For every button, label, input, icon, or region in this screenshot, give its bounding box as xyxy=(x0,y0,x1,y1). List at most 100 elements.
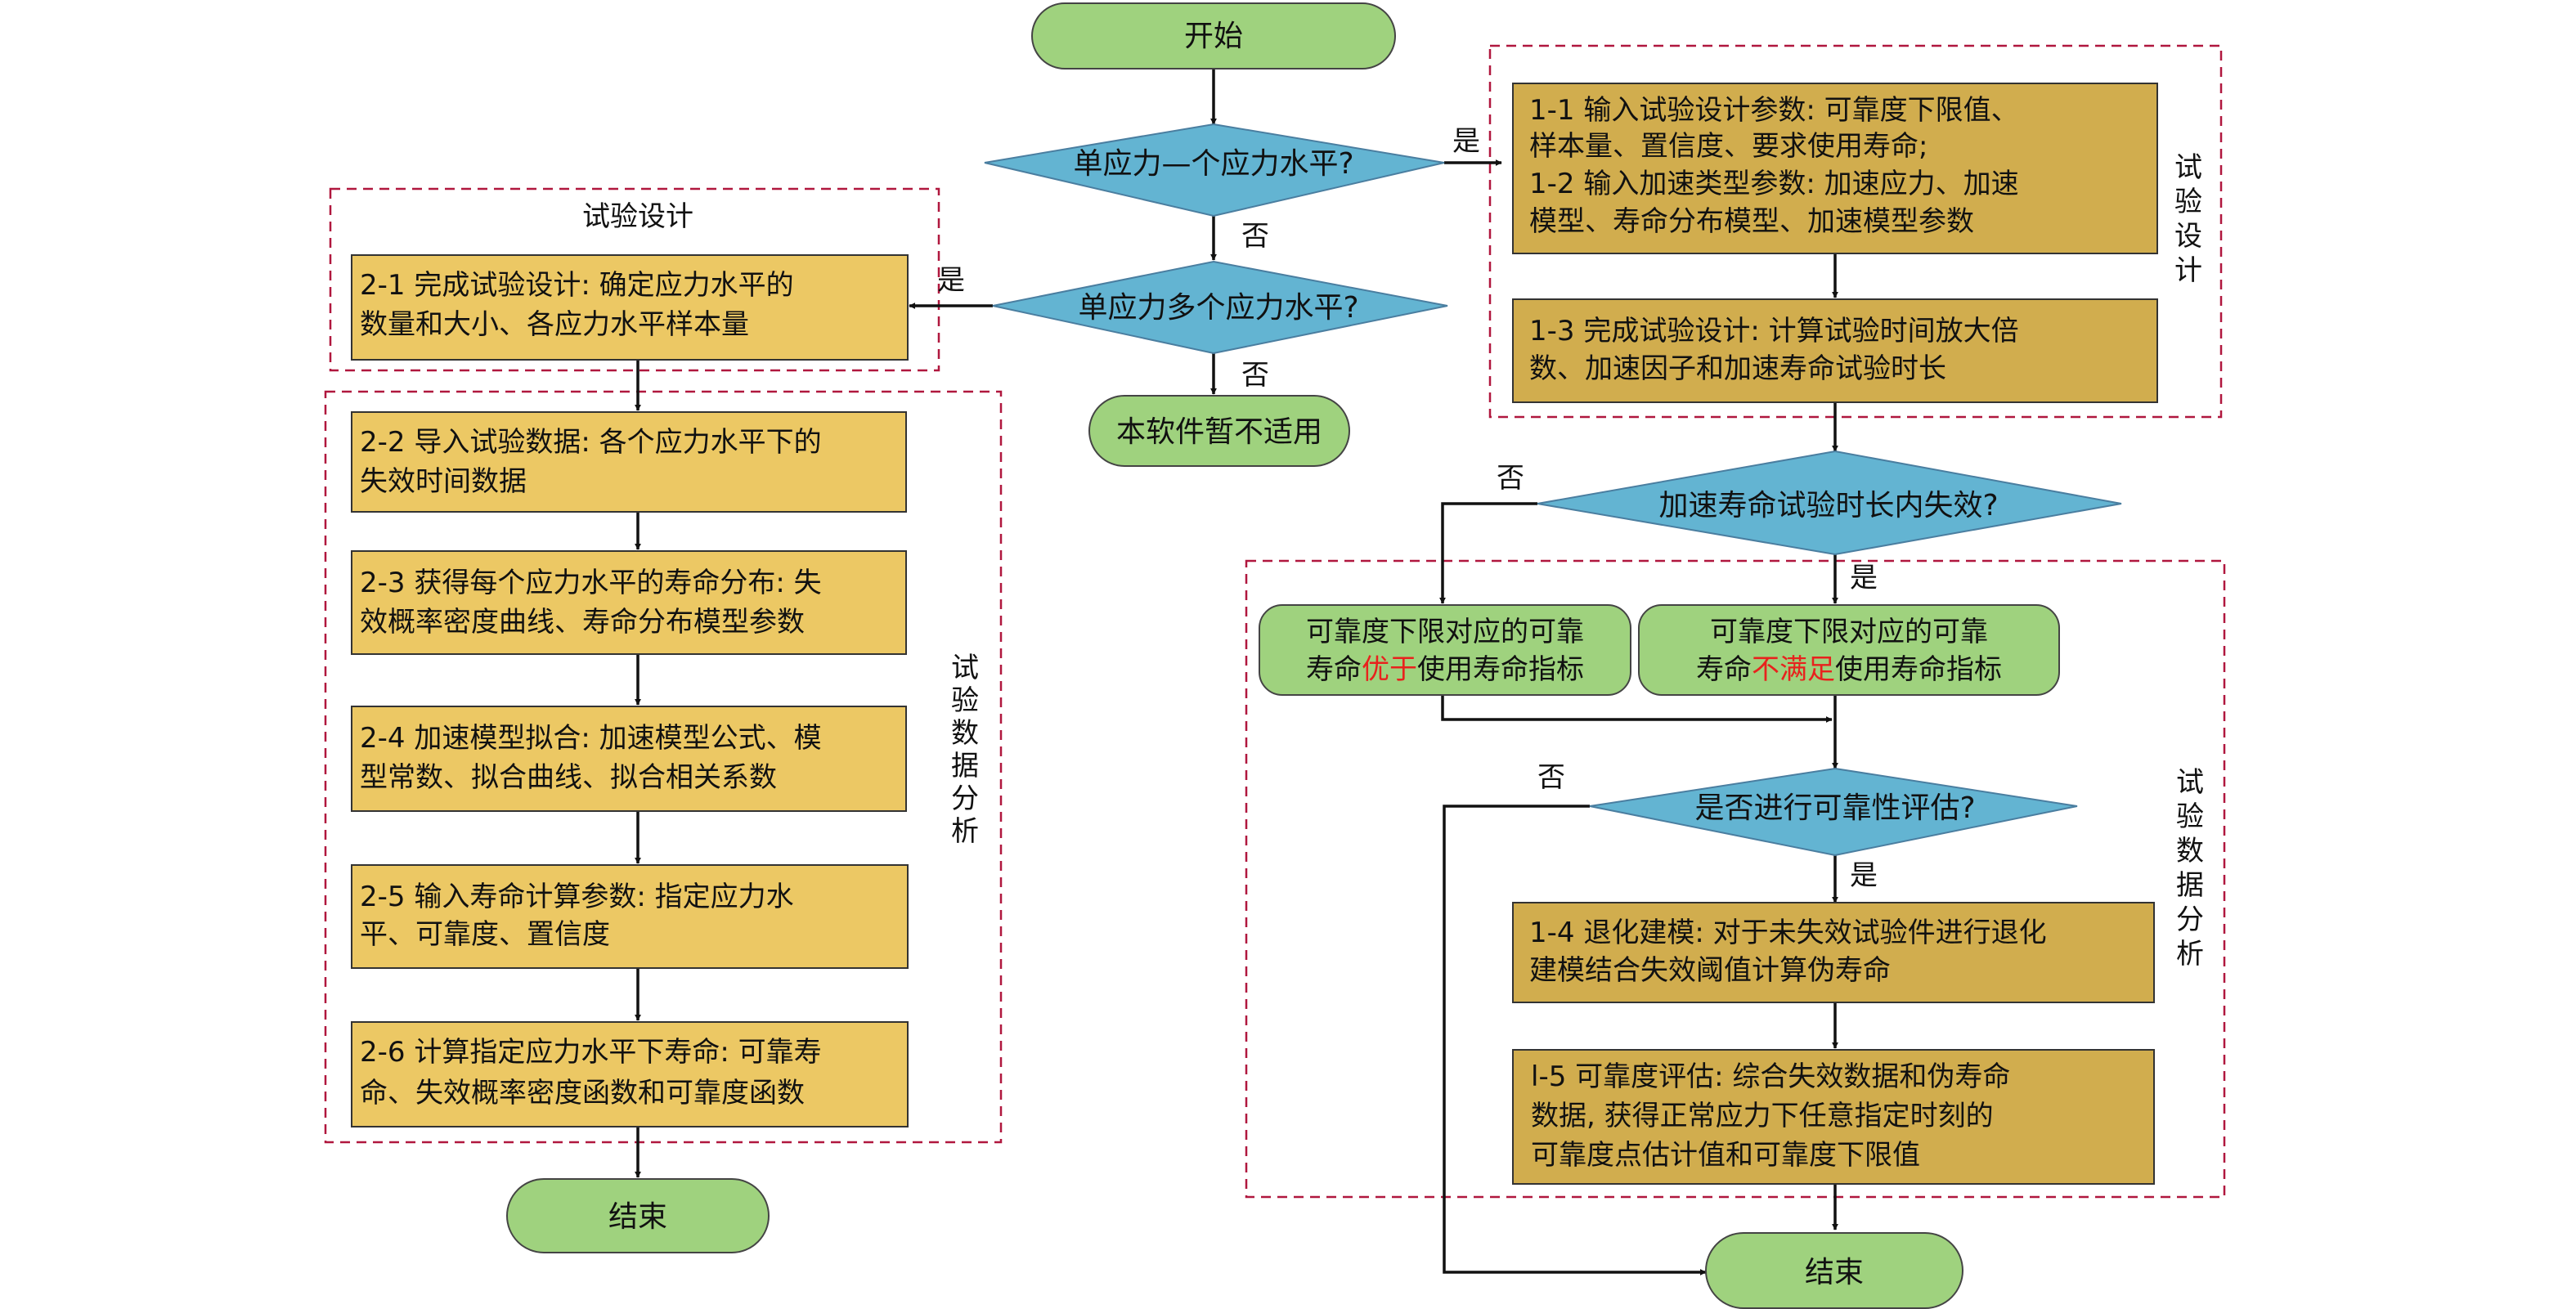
region-right-analysis-char-6: 析 xyxy=(2176,938,2204,971)
process-2-4-line2: 型常数、拟合曲线、拟合相关系数 xyxy=(360,761,777,794)
region-right-analysis-char-4: 据 xyxy=(2176,869,2204,902)
result-not-met-line2: 寿命不满足使用寿命指标 xyxy=(1696,653,2002,686)
region-right-analysis-char-1: 试 xyxy=(2176,766,2204,799)
region-left-design xyxy=(329,187,940,372)
region-right-design-char-1: 试 xyxy=(2174,151,2202,184)
process-1-1-line1: 1-1 输入试验设计参数: 可靠度下限值、 xyxy=(1529,94,2019,127)
start-label: 开始 xyxy=(1184,20,1243,53)
result-better-shape xyxy=(1259,604,1631,696)
edge-d4-no xyxy=(1443,805,1707,1275)
region-right-design-char-3: 设 xyxy=(2174,220,2202,253)
process-2-5-line2: 平、可靠度、置信度 xyxy=(360,918,610,951)
process-2-6-line1: 2-6 计算指定应力水平下寿命: 可靠寿 xyxy=(360,1036,822,1069)
process-2-2-line2: 失效时间数据 xyxy=(360,465,527,498)
not-applicable-label: 本软件暂不适用 xyxy=(1116,415,1322,449)
region-right-analysis-char-5: 分 xyxy=(2176,903,2204,936)
result-not-met-text-a: 寿命 xyxy=(1696,653,1752,686)
node-end-right: 结束 xyxy=(1705,1232,1963,1309)
region-right-analysis-label: 试 验 数 据 分 析 xyxy=(2176,766,2204,971)
regions xyxy=(324,44,2226,1199)
region-right-design-label: 试 验 设 计 xyxy=(2174,151,2202,287)
region-left-analysis-char-6: 析 xyxy=(951,815,979,848)
process-2-1-line2: 数量和大小、各应力水平样本量 xyxy=(360,308,749,341)
label-d3-no: 否 xyxy=(1497,462,1524,495)
decision-4-shape xyxy=(1589,767,2078,857)
result-better-line2: 寿命优于使用寿命指标 xyxy=(1306,653,1584,686)
process-2-4-shape xyxy=(351,706,907,812)
result-better-text-a: 寿命 xyxy=(1306,653,1362,686)
region-right-design xyxy=(1488,44,2223,419)
edge-r1-merge xyxy=(1441,695,1833,723)
decision-3-shape xyxy=(1537,450,2122,556)
label-d2-yes: 是 xyxy=(937,264,965,297)
process-2-5-shape xyxy=(351,864,909,969)
process-2-6: 2-6 计算指定应力水平下寿命: 可靠寿 命、失效概率密度函数和可靠度函数 xyxy=(351,1021,909,1127)
node-not-applicable: 本软件暂不适用 xyxy=(1088,395,1350,467)
result-not-met: 可靠度下限对应的可靠 寿命不满足使用寿命指标 xyxy=(1638,604,2060,696)
region-right-design-char-4: 计 xyxy=(2174,254,2202,287)
region-left-analysis-char-1: 试 xyxy=(951,652,979,684)
process-1-3-line2: 数、加速因子和加速寿命试验时长 xyxy=(1529,352,1946,385)
process-1-1-line2: 样本量、置信度、要求使用寿命; xyxy=(1529,130,1928,163)
process-1-3-line1: 1-3 完成试验设计: 计算试验时间放大倍 xyxy=(1529,315,2019,347)
result-better: 可靠度下限对应的可靠 寿命优于使用寿命指标 xyxy=(1259,604,1631,696)
decision-failure-within-duration: 加速寿命试验时长内失效? xyxy=(1537,450,2122,556)
end-left-shape xyxy=(506,1178,770,1253)
region-left-analysis-char-3: 数 xyxy=(951,717,979,750)
region-left-design-label: 试验设计 xyxy=(582,200,693,233)
process-1-4-shape xyxy=(1512,902,2155,1003)
process-1-5: l-5 可靠度评估: 综合失效数据和伪寿命 数据, 获得正常应力下任意指定时刻的… xyxy=(1512,1049,2155,1185)
decision-1-shape xyxy=(984,123,1445,217)
result-not-met-line1: 可靠度下限对应的可靠 xyxy=(1710,616,1988,648)
process-2-5-line1: 2-5 输入寿命计算参数: 指定应力水 xyxy=(360,881,794,913)
end-left-label: 结束 xyxy=(608,1200,667,1234)
process-2-6-shape xyxy=(351,1021,909,1127)
result-better-line1: 可靠度下限对应的可靠 xyxy=(1306,616,1584,648)
process-1-3-shape xyxy=(1512,298,2158,403)
edge-labels: 是 否 是 否 否 是 否 是 xyxy=(937,125,1878,892)
decision-1-label: 单应力—个应力水平? xyxy=(1073,147,1353,181)
process-1-2-line2: 模型、寿命分布模型、加速模型参数 xyxy=(1529,205,1974,238)
end-right-shape xyxy=(1705,1232,1963,1309)
process-2-3-line2: 效概率密度曲线、寿命分布模型参数 xyxy=(360,606,805,639)
process-2-3: 2-3 获得每个应力水平的寿命分布: 失 效概率密度曲线、寿命分布模型参数 xyxy=(351,550,907,655)
process-2-3-line1: 2-3 获得每个应力水平的寿命分布: 失 xyxy=(360,567,822,599)
region-left-analysis-char-5: 分 xyxy=(951,782,979,815)
region-left-analysis-char-2: 验 xyxy=(951,684,979,717)
region-left-analysis-label: 试 验 数 据 分 析 xyxy=(951,652,979,848)
process-2-2-shape xyxy=(351,411,907,513)
process-1-5-shape xyxy=(1512,1049,2155,1185)
region-right-analysis xyxy=(1245,559,2226,1199)
label-d4-yes: 是 xyxy=(1850,859,1878,892)
region-right-analysis-char-3: 数 xyxy=(2176,835,2204,867)
process-1-5-line1: l-5 可靠度评估: 综合失效数据和伪寿命 xyxy=(1531,1060,2010,1093)
process-1-4: 1-4 退化建模: 对于未失效试验件进行退化 建模结合失效阈值计算伪寿命 xyxy=(1512,902,2155,1003)
connectors xyxy=(635,69,1838,1275)
region-right-analysis-char-2: 验 xyxy=(2176,800,2204,833)
process-1-4-line1: 1-4 退化建模: 对于未失效试验件进行退化 xyxy=(1529,917,2047,949)
result-better-highlight: 优于 xyxy=(1362,653,1417,686)
result-not-met-shape xyxy=(1638,604,2060,696)
process-2-1-line1: 2-1 完成试验设计: 确定应力水平的 xyxy=(360,269,794,302)
process-1-4-line2: 建模结合失效阈值计算伪寿命 xyxy=(1529,954,1891,987)
decision-single-stress-multi-level: 单应力多个应力水平? xyxy=(992,260,1448,355)
decision-single-stress-one-level: 单应力—个应力水平? xyxy=(984,123,1445,217)
region-right-design-char-2: 验 xyxy=(2174,186,2202,218)
decision-2-label: 单应力多个应力水平? xyxy=(1078,291,1358,325)
label-d4-no: 否 xyxy=(1537,761,1565,794)
label-d1-no: 否 xyxy=(1241,220,1269,253)
label-d1-yes: 是 xyxy=(1452,125,1480,158)
process-2-1: 2-1 完成试验设计: 确定应力水平的 数量和大小、各应力水平样本量 xyxy=(351,254,909,361)
end-right-label: 结束 xyxy=(1805,1256,1864,1289)
process-2-4: 2-4 加速模型拟合: 加速模型公式、模 型常数、拟合曲线、拟合相关系数 xyxy=(351,706,907,812)
process-2-2-line1: 2-2 导入试验数据: 各个应力水平下的 xyxy=(360,426,822,459)
start-shape xyxy=(1031,2,1396,69)
process-2-4-line1: 2-4 加速模型拟合: 加速模型公式、模 xyxy=(360,722,822,755)
process-1-2-line1: 1-2 输入加速类型参数: 加速应力、加速 xyxy=(1529,168,2019,200)
node-end-left: 结束 xyxy=(506,1178,770,1253)
label-d3-yes: 是 xyxy=(1850,562,1878,594)
result-not-met-highlight: 不满足 xyxy=(1752,653,1835,686)
decision-reliability-assessment: 是否进行可靠性评估? xyxy=(1589,767,2078,857)
